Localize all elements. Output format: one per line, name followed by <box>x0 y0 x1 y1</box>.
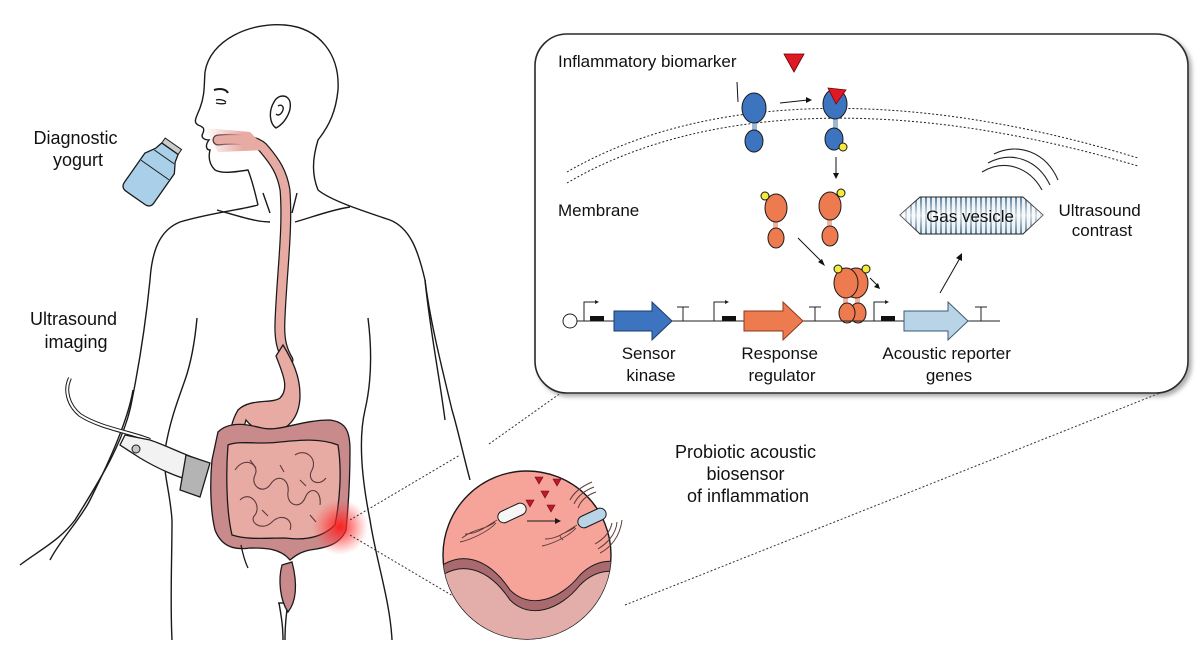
biomarker-label: Inflammatory biomarker <box>558 52 737 71</box>
acoustic-reporter-label: Acoustic reporter genes <box>882 344 1015 385</box>
probiotic-biosensor-label: Probiotic acoustic biosensor of inflamma… <box>675 442 821 506</box>
genetic-circuit <box>562 300 1000 342</box>
membrane-label: Membrane <box>558 201 639 220</box>
ultrasound-imaging-label: Ultrasound imaging <box>30 309 122 352</box>
cell-membrane <box>566 107 1139 184</box>
sound-waves-icon <box>981 148 1059 191</box>
response-regulator-label: Response regulator <box>741 344 822 385</box>
esophagus <box>205 128 294 366</box>
response-regulator-phosphorylated <box>760 191 788 249</box>
sensor-kinase-label: Sensor kinase <box>622 344 681 385</box>
ultrasound-contrast-label: Ultrasound contrast <box>1059 201 1146 240</box>
response-regulator-phosphorylated <box>818 188 846 247</box>
inflammation-spot <box>312 499 368 555</box>
sensor-kinase-active <box>822 87 848 152</box>
biomarker-legend-icon <box>783 53 805 73</box>
sensor-kinase-gene <box>613 300 673 342</box>
zoom-connector-lines <box>349 389 1161 606</box>
gas-vesicle-label: Gas vesicle <box>926 207 1014 226</box>
yogurt-bottle-icon <box>122 137 183 207</box>
gut-lumen-inset-circle <box>442 470 623 640</box>
acoustic-reporter-gene <box>903 300 969 342</box>
bacterium-inactive-icon <box>459 502 527 543</box>
bacterium-active-icon <box>541 481 623 554</box>
ultrasound-probe-icon <box>65 377 211 498</box>
sensor-kinase-inactive <box>741 92 767 153</box>
gas-vesicle-icon: Gas vesicle <box>899 196 1044 235</box>
mechanism-inset-panel: Inflammatory biomarker Membrane <box>534 33 1189 394</box>
response-regulator-dimer <box>833 264 871 324</box>
response-regulator-gene <box>743 300 804 342</box>
diagnostic-yogurt-label: Diagnostic yogurt <box>33 128 122 170</box>
